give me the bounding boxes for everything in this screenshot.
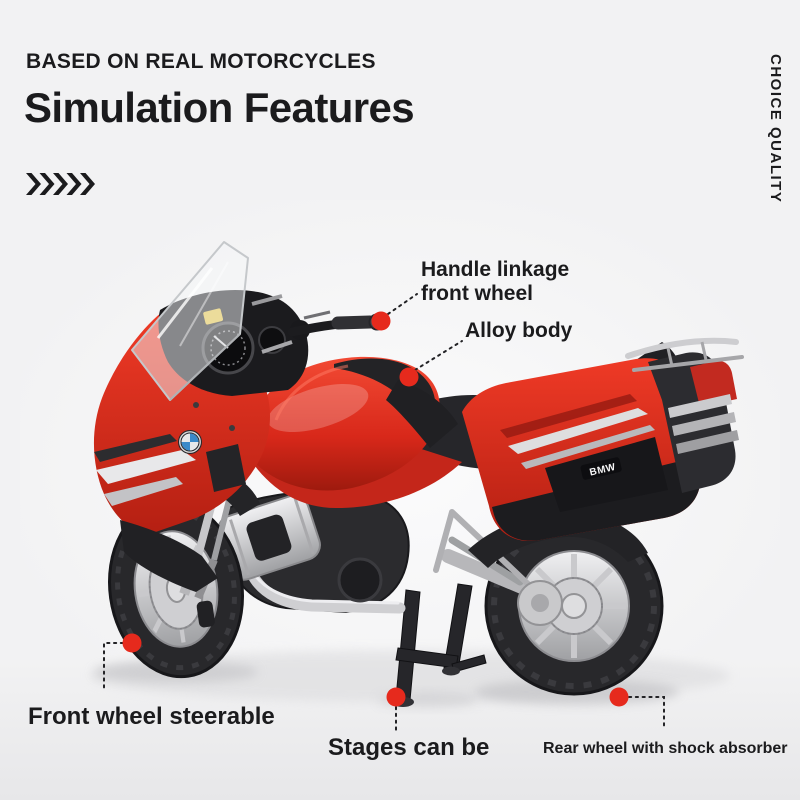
engine <box>216 490 410 614</box>
center-stand <box>392 583 487 707</box>
pannier: BMW <box>462 358 701 542</box>
windscreen <box>131 241 249 401</box>
kicker-text: BASED ON REAL MOTORCYCLES <box>26 50 376 73</box>
callout-dots <box>122 311 629 707</box>
callout-handle-linkage: Handle linkage front wheel <box>421 258 569 306</box>
boxer-cylinder <box>216 494 321 581</box>
vertical-tagline: CHOICE QUALITY <box>767 54 784 204</box>
callout-handle-linkage-line1: Handle linkage <box>421 258 570 281</box>
callout-center-stand: Stages can be <box>328 734 490 761</box>
callout-rear-wheel: Rear wheel with shock absorber <box>543 740 788 757</box>
page-title: Simulation Features <box>24 84 415 131</box>
bmw-roundel-icon <box>178 430 202 454</box>
luggage-rack <box>625 337 744 372</box>
chevrons-icon <box>26 173 95 195</box>
swingarm <box>433 509 563 626</box>
callout-front-wheel: Front wheel steerable <box>28 703 275 730</box>
callout-connectors <box>103 293 665 731</box>
tail-light-cluster <box>648 352 739 493</box>
callout-handle-linkage-line2: front wheel <box>421 281 534 305</box>
callout-alloy-body: Alloy body <box>465 319 573 342</box>
rear-wheel <box>484 516 664 696</box>
